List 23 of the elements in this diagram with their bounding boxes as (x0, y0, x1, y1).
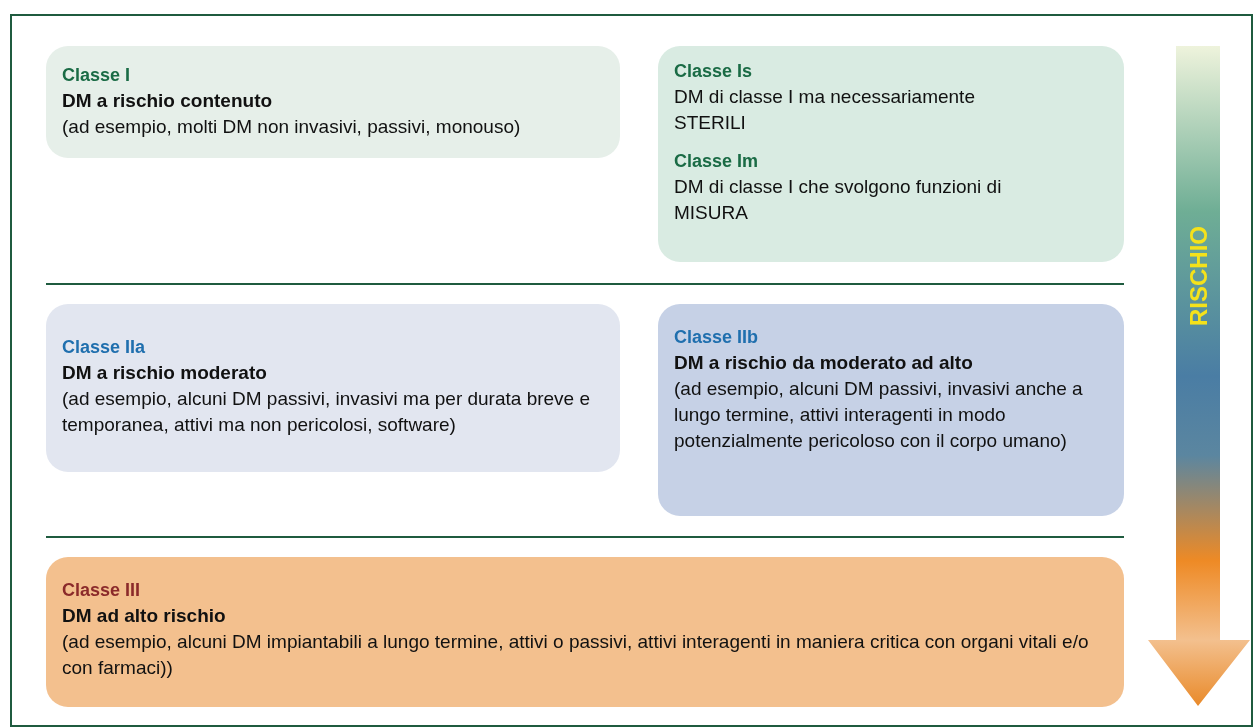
class-title: DM ad alto rischio (62, 604, 227, 628)
class-heading: Classe Is (674, 60, 754, 83)
class-heading: Classe IIb (674, 326, 760, 349)
class-heading: Classe III (62, 579, 142, 602)
class-description: (ad esempio, molti DM non invasivi, passivi, monouso) (62, 115, 522, 139)
class-description: (ad esempio, alcuni DM impiantabili a lungo termine, attivi o passivi, attivi interagenti in maniera critica con organi vitali e/o con farmaci)) (62, 630, 1090, 680)
class-heading: Classe Im (674, 150, 760, 173)
class-box (658, 304, 1124, 516)
class-description: (ad esempio, alcuni DM passivi, invasivi anche a lungo termine, attivi interagenti in modo potenzialmente pericoloso con il corpo umano) (674, 377, 1084, 453)
risk-arrow (1146, 46, 1252, 708)
class-box (658, 46, 1124, 262)
class-title: DM a rischio contenuto (62, 89, 274, 113)
class-box (46, 304, 620, 472)
arrow-label: RISCHIO (1185, 226, 1213, 326)
class-title: DM a rischio da moderato ad alto (674, 351, 974, 375)
class-description: DM di classe I che svolgono funzioni di MISURA (674, 175, 1003, 225)
class-box (46, 557, 1124, 707)
class-box (46, 46, 620, 158)
class-heading: Classe I (62, 64, 132, 87)
class-heading: Classe IIa (62, 336, 147, 359)
class-title: DM a rischio moderato (62, 361, 268, 385)
class-description: (ad esempio, alcuni DM passivi, invasivi ma per durata breve e temporanea, attivi ma non pericolosi, software) (62, 387, 591, 437)
class-description: DM di classe I ma necessariamente STERILI (674, 85, 976, 135)
